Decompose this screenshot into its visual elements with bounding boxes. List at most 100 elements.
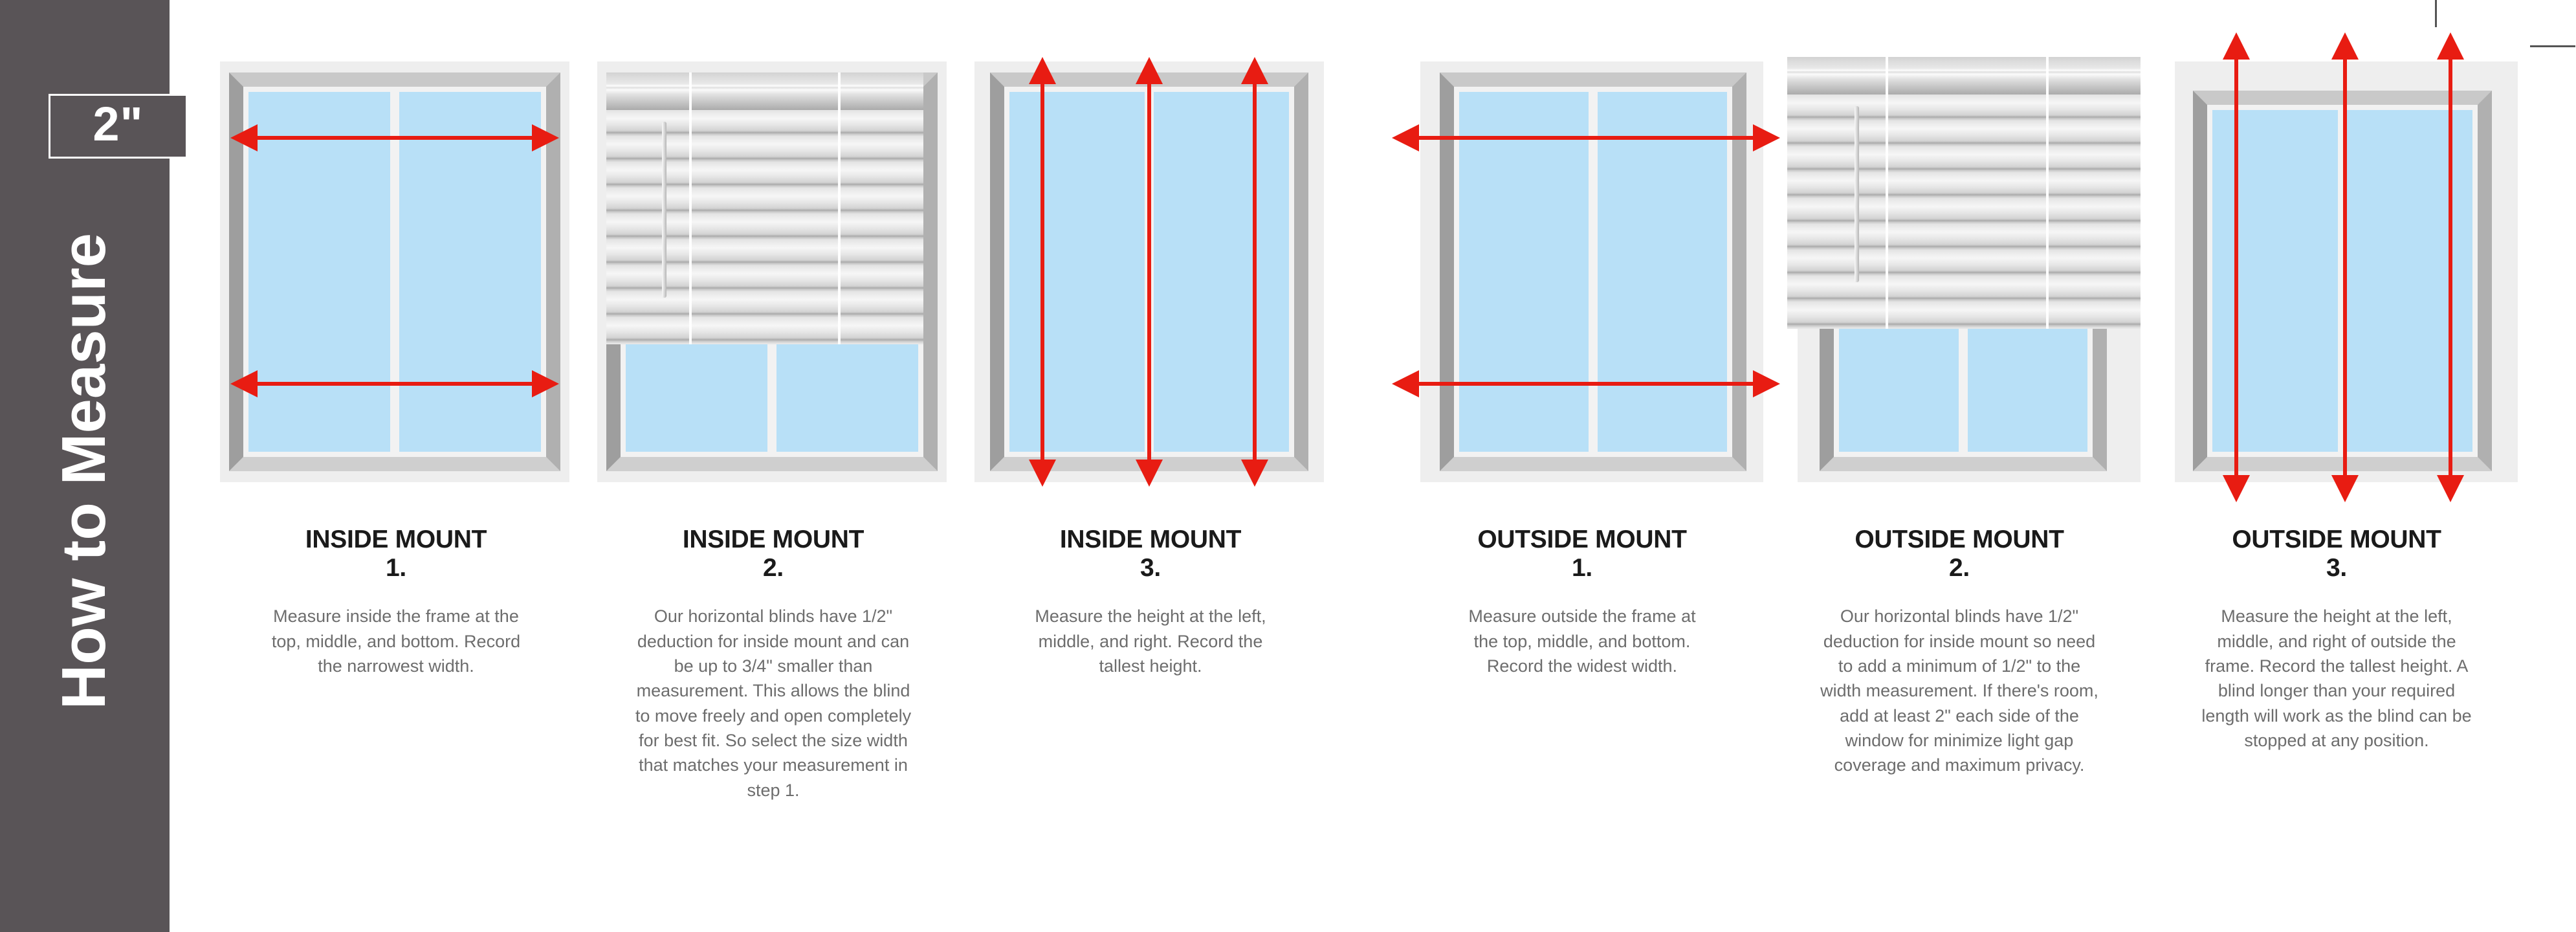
frame-bottom-bevel bbox=[2193, 457, 2492, 471]
frame-top-bevel bbox=[2193, 91, 2492, 105]
diagram-outside-mount-3 bbox=[2155, 26, 2518, 505]
arrow-head-right bbox=[532, 370, 559, 397]
panel-step-number: 3. bbox=[2326, 553, 2347, 582]
crop-mark-top-right-horizontal bbox=[2530, 45, 2575, 47]
panel-heading-text: INSIDE MOUNT bbox=[1059, 526, 1242, 553]
arrow-shaft bbox=[1040, 67, 1044, 476]
panel-step-number: 1. bbox=[386, 553, 406, 582]
height-arrow-right bbox=[2437, 32, 2464, 502]
frame-left-bevel bbox=[2193, 91, 2207, 471]
arrow-head-bottom bbox=[1136, 460, 1163, 487]
arrow-head-top bbox=[1241, 57, 1268, 84]
blind-tilt-wand bbox=[662, 122, 666, 298]
glass-pane-left bbox=[248, 92, 390, 452]
diagram-inside-mount-3 bbox=[969, 26, 1332, 505]
diagram-outside-mount-1 bbox=[1392, 26, 1780, 505]
arrow-head-bottom bbox=[2331, 475, 2359, 502]
arrow-shaft bbox=[241, 382, 549, 386]
arrow-head-left bbox=[230, 124, 258, 151]
glass-pane-right bbox=[1598, 92, 1727, 452]
frame-bottom-bevel bbox=[229, 457, 560, 471]
blind-ladder-string-left bbox=[689, 72, 692, 344]
frame-bottom-bevel bbox=[1820, 457, 2107, 471]
arrow-shaft bbox=[1253, 67, 1257, 476]
arrow-head-top bbox=[1136, 57, 1163, 84]
diagram-inside-mount-2 bbox=[592, 26, 954, 505]
panel-step-number: 3. bbox=[1140, 553, 1161, 582]
panel-body: Measure inside the frame at the top, mid… bbox=[271, 606, 521, 676]
width-arrow-bottom bbox=[1392, 370, 1780, 397]
width-arrow-top bbox=[1392, 124, 1780, 151]
width-arrow-bottom bbox=[230, 370, 559, 397]
panel-heading-text: OUTSIDE MOUNT bbox=[1855, 526, 2064, 553]
height-arrow-right bbox=[1241, 57, 1268, 487]
diagram-inside-mount-1 bbox=[215, 26, 577, 505]
blind-ladder-string-right bbox=[2046, 57, 2049, 329]
panel-body: Measure outside the frame at the top, mi… bbox=[1468, 606, 1696, 676]
frame-left-bevel bbox=[990, 72, 1004, 471]
panel-step-number: 2. bbox=[763, 553, 784, 582]
size-badge-label: 2" bbox=[93, 97, 144, 151]
arrow-head-left bbox=[1392, 370, 1419, 397]
frame-bottom-bevel bbox=[606, 457, 938, 471]
arrow-shaft bbox=[1147, 67, 1151, 476]
panel-body: Measure the height at the left, middle, … bbox=[1035, 606, 1266, 676]
panel-body: Our horizontal blinds have 1/2" deductio… bbox=[635, 606, 912, 800]
frame-right-bevel bbox=[923, 72, 938, 471]
glass-panes bbox=[1459, 92, 1727, 452]
arrow-head-top bbox=[2223, 32, 2250, 60]
panel-heading-text: INSIDE MOUNT bbox=[682, 526, 864, 553]
width-arrow-top bbox=[230, 124, 559, 151]
arrow-shaft bbox=[2343, 43, 2347, 492]
blind-ladder-string-left bbox=[1886, 57, 1888, 329]
blind-tilt-wand bbox=[1855, 106, 1859, 282]
glass-panes bbox=[1009, 92, 1289, 452]
panel-heading-text: INSIDE MOUNT bbox=[305, 526, 487, 553]
arrow-head-right bbox=[1753, 124, 1780, 151]
size-badge: 2" bbox=[49, 94, 188, 159]
arrow-shaft bbox=[1402, 136, 1770, 140]
arrow-head-right bbox=[1753, 370, 1780, 397]
panel-heading-text: OUTSIDE MOUNT bbox=[2232, 526, 2441, 553]
frame-top-bevel bbox=[229, 72, 560, 87]
arrow-shaft bbox=[2449, 43, 2452, 492]
height-arrow-left bbox=[1029, 57, 1056, 487]
arrow-head-bottom bbox=[1241, 460, 1268, 487]
glass-pane-left bbox=[1009, 92, 1145, 452]
arrow-head-left bbox=[1392, 124, 1419, 151]
frame-right-bevel bbox=[2478, 91, 2492, 471]
blind-headrail bbox=[1787, 57, 2141, 94]
arrow-head-bottom bbox=[2223, 475, 2250, 502]
arrow-head-left bbox=[230, 370, 258, 397]
arrow-head-right bbox=[532, 124, 559, 151]
blind-ladder-string-right bbox=[838, 72, 841, 344]
height-arrow-middle bbox=[1136, 57, 1163, 487]
horizontal-blind-inside-mount bbox=[606, 72, 923, 344]
glass-pane-right bbox=[1154, 92, 1289, 452]
frame-left-bevel bbox=[1440, 72, 1454, 471]
blind-slats bbox=[1787, 94, 2141, 329]
frame-top-bevel bbox=[1440, 72, 1746, 87]
blind-headrail bbox=[606, 72, 923, 110]
arrow-head-bottom bbox=[1029, 460, 1056, 487]
panel-step-number: 2. bbox=[1949, 553, 1970, 582]
crop-mark-top-right-vertical bbox=[2435, 0, 2437, 27]
panel-body: Measure the height at the left, middle, … bbox=[2201, 606, 2472, 750]
panel-body: Our horizontal blinds have 1/2" deductio… bbox=[1820, 606, 2098, 775]
arrow-shaft bbox=[1402, 382, 1770, 386]
arrow-head-top bbox=[1029, 57, 1056, 84]
